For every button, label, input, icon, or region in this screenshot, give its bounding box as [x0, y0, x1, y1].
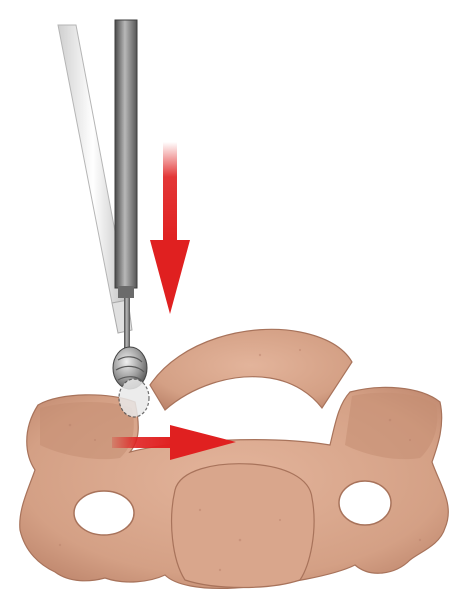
posterior-arch	[150, 329, 352, 410]
drilling-zone-outline	[119, 379, 149, 417]
drill-icon	[113, 20, 149, 417]
red-arrow-down	[150, 142, 190, 314]
left-lateral-mass-shade	[40, 402, 134, 459]
right-transverse-foramen	[339, 481, 391, 525]
right-lateral-mass-shade	[345, 393, 437, 459]
vertebra-bone	[20, 329, 449, 588]
left-transverse-foramen	[74, 491, 134, 535]
vertebral-body	[172, 464, 314, 588]
